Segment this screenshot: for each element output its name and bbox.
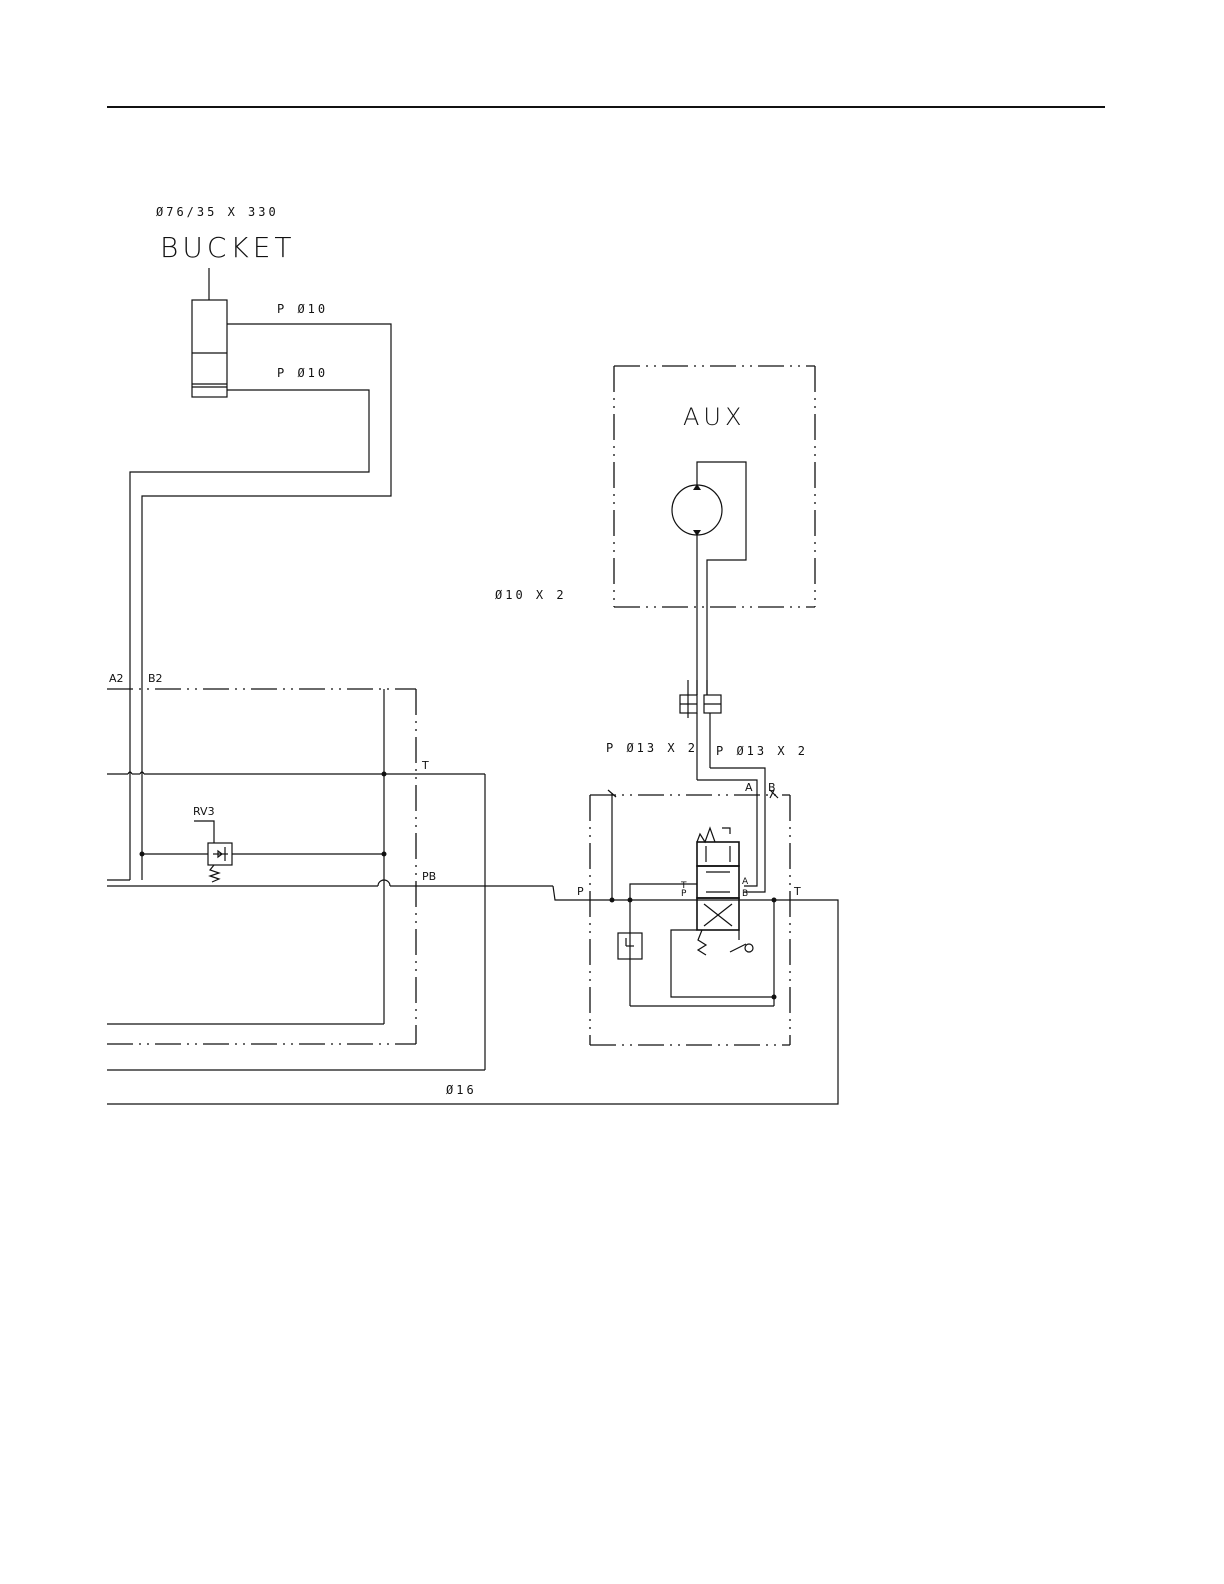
pressure-line-pb <box>107 880 830 900</box>
return-line-label: Ø16 <box>446 1083 477 1097</box>
aux-valve-enclosure <box>590 795 790 1045</box>
hose-line-outer <box>142 324 391 880</box>
aux-hose-label: Ø10 X 2 <box>495 588 567 602</box>
port-t-label: T <box>421 759 429 772</box>
svg-text:P: P <box>681 889 687 899</box>
bucket-title: BUCKET <box>160 231 296 264</box>
tank-line <box>107 772 485 1070</box>
main-valve-section <box>107 689 416 1044</box>
svg-text:B: B <box>742 889 748 899</box>
bucket-cylinder <box>192 268 227 397</box>
hose-bottom-label: P Ø10 <box>277 366 328 380</box>
hose-line-inner <box>130 390 369 880</box>
hose-right-label: P Ø13 X 2 <box>716 744 808 758</box>
aux-hydraulic-motor <box>672 462 746 695</box>
port-p-label: P <box>577 885 584 898</box>
relief-valve-rv3 <box>194 821 232 882</box>
rv3-label: RV3 <box>193 805 215 818</box>
aux-hose-a <box>697 780 757 886</box>
aux-valve-plumbing <box>608 790 778 1006</box>
port-pb-label: PB <box>422 870 436 883</box>
aux-title: AUX <box>683 403 745 431</box>
port-a-label: A <box>745 781 753 794</box>
port-t-right-label: T <box>793 885 801 898</box>
port-a2-label: A2 <box>109 672 124 685</box>
port-b2-label: B2 <box>148 672 163 685</box>
hose-left-label: P Ø13 X 2 <box>606 741 698 755</box>
svg-text:A: A <box>742 877 749 887</box>
cylinder-spec-label: Ø76/35 X 330 <box>156 205 279 219</box>
hose-top-label: P Ø10 <box>277 302 328 316</box>
quick-couplers <box>680 680 721 780</box>
